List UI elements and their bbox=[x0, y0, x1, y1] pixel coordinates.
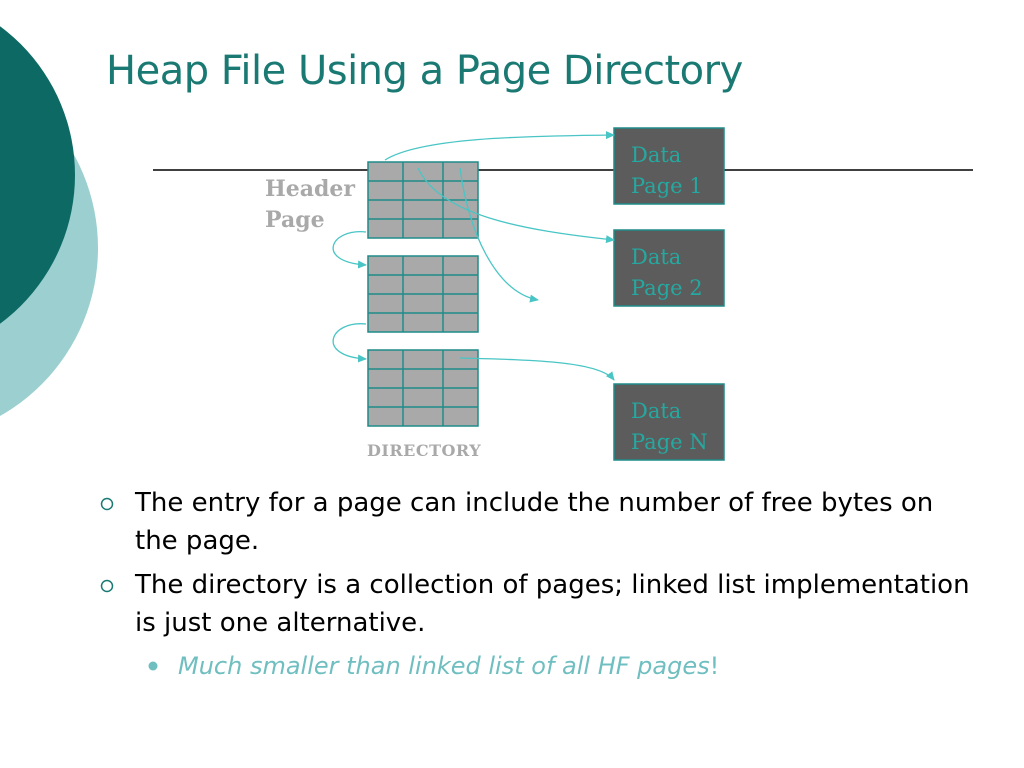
bullet-item-1: The entry for a page can include the num… bbox=[100, 484, 980, 560]
data-page-1-line2: Page 1 bbox=[631, 174, 703, 198]
bullet-item-2: The directory is a collection of pages; … bbox=[100, 566, 980, 642]
dark-teal-circle bbox=[0, 26, 75, 324]
data-page-2-line2: Page 2 bbox=[631, 276, 703, 300]
hollow-circle-bullet-icon bbox=[100, 579, 114, 593]
header-page-label-line2: Page bbox=[265, 207, 325, 233]
sub-bullet-text: Much smaller than linked list of all HF … bbox=[178, 652, 710, 680]
sub-bullet-tail: ! bbox=[709, 652, 720, 680]
data-page-1-line1: Data bbox=[631, 143, 681, 167]
data-page-n-line2: Page N bbox=[631, 430, 708, 454]
bullet-list: The entry for a page can include the num… bbox=[100, 484, 980, 684]
directory-label: DIRECTORY bbox=[367, 441, 481, 460]
sub-bullet-item: Much smaller than linked list of all HF … bbox=[147, 648, 980, 684]
data-page-2-line1: Data bbox=[631, 245, 681, 269]
data-page-2-box bbox=[613, 229, 725, 307]
header-page-label-line1: Header bbox=[265, 176, 355, 202]
arrow-page-2-to-page-3 bbox=[332, 323, 367, 363]
data-page-1-box bbox=[613, 127, 725, 205]
bullet-item-2-text: The directory is a collection of pages; … bbox=[135, 570, 970, 638]
hollow-circle-bullet-icon bbox=[100, 497, 114, 511]
data-page-n-line1: Data bbox=[631, 399, 681, 423]
filled-circle-bullet-icon bbox=[148, 661, 158, 671]
slide-title: Heap File Using a Page Directory bbox=[106, 48, 743, 94]
directory-header-page bbox=[367, 161, 479, 239]
arrow-to-empty-entry bbox=[459, 167, 539, 303]
data-page-n-box bbox=[613, 383, 725, 461]
directory-page-3 bbox=[367, 349, 479, 427]
arrow-header-to-page-2 bbox=[332, 231, 367, 269]
arrow-to-data-page-2 bbox=[417, 167, 615, 244]
directory-page-2 bbox=[367, 255, 479, 333]
bullet-item-1-text: The entry for a page can include the num… bbox=[135, 488, 934, 556]
arrow-to-data-page-n bbox=[459, 357, 615, 381]
arrow-to-data-page-1 bbox=[384, 131, 615, 161]
